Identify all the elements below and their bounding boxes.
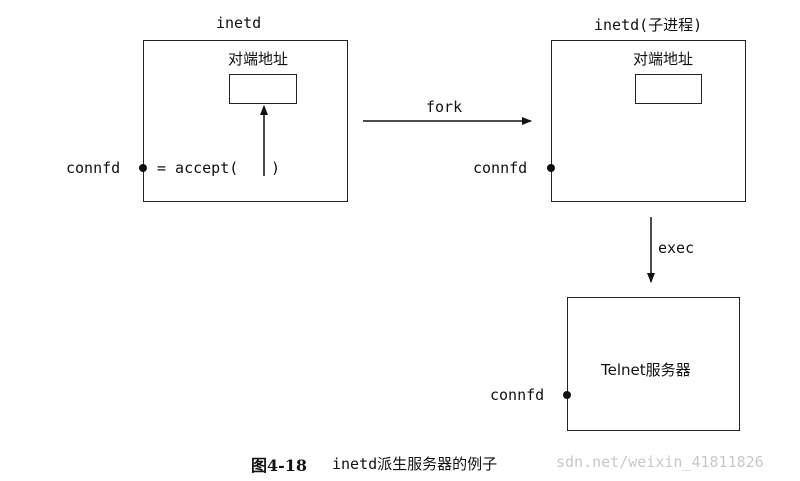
inetd-peer-address-label: 对端地址 bbox=[228, 50, 289, 68]
inetd-connfd-label: connfd bbox=[66, 159, 121, 177]
caption-number: 图4-18 bbox=[251, 456, 308, 475]
inetd-title: inetd bbox=[216, 14, 262, 32]
accept-close-paren: ) bbox=[271, 159, 281, 177]
child-title: inetd(子进程) bbox=[594, 16, 703, 34]
inetd-process-box bbox=[143, 40, 348, 202]
child-peer-address-field bbox=[635, 74, 702, 104]
fork-label: fork bbox=[426, 98, 463, 116]
telnet-server-box bbox=[567, 297, 740, 431]
exec-label: exec bbox=[658, 239, 695, 257]
inetd-connfd-dot bbox=[139, 164, 147, 172]
telnet-server-title: Telnet服务器 bbox=[601, 361, 691, 379]
accept-call-text: = accept( bbox=[157, 159, 239, 177]
watermark-text: sdn.net/weixin_41811826 bbox=[556, 453, 764, 471]
child-connfd-label: connfd bbox=[473, 159, 528, 177]
telnet-connfd-dot bbox=[563, 391, 571, 399]
child-connfd-dot bbox=[547, 164, 555, 172]
child-peer-address-label: 对端地址 bbox=[633, 50, 694, 68]
inetd-peer-address-field bbox=[229, 74, 297, 104]
caption-text: inetd派生服务器的例子 bbox=[332, 455, 498, 473]
child-process-box bbox=[551, 40, 746, 202]
telnet-connfd-label: connfd bbox=[490, 386, 545, 404]
